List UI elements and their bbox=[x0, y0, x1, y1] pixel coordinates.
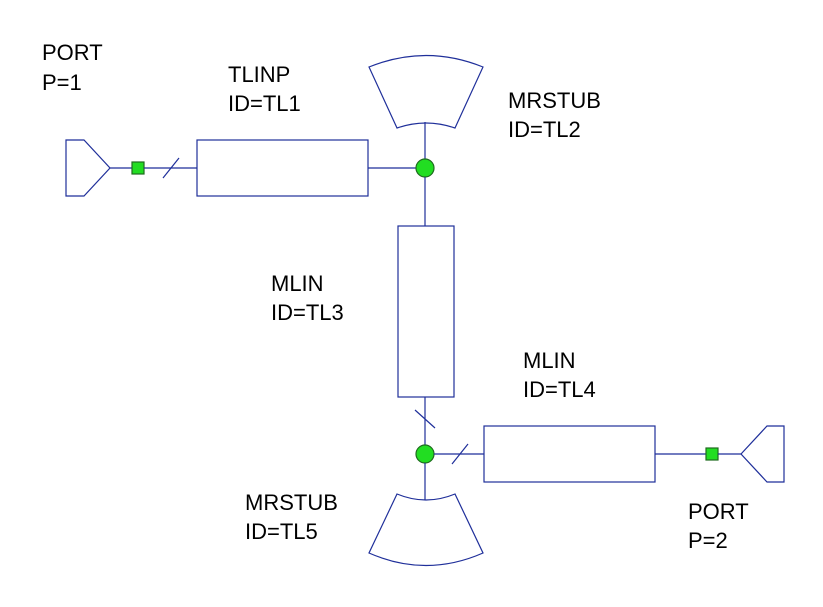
wire-junction-tl4 bbox=[434, 443, 484, 465]
tl4-body[interactable] bbox=[483, 425, 656, 483]
tl2-radial-stub[interactable] bbox=[368, 54, 484, 161]
port2-type-label: PORT bbox=[688, 499, 749, 524]
port2-symbol[interactable] bbox=[718, 425, 785, 483]
tl2-type-label: MRSTUB bbox=[508, 88, 601, 113]
tl2-id-label: ID=TL2 bbox=[508, 117, 581, 142]
port2-param-label: P=2 bbox=[688, 528, 728, 553]
tl3-body[interactable] bbox=[397, 225, 455, 398]
tl1-id-label: ID=TL1 bbox=[228, 91, 301, 116]
tl1-body[interactable] bbox=[196, 139, 369, 197]
port1-pin[interactable] bbox=[131, 161, 145, 175]
tl5-radial-stub[interactable] bbox=[368, 463, 484, 566]
tl5-id-label: ID=TL5 bbox=[245, 519, 318, 544]
port1-param-label: P=1 bbox=[42, 70, 82, 95]
tl3-id-label: ID=TL3 bbox=[271, 300, 344, 325]
wire-port1-tl1 bbox=[144, 157, 197, 179]
tl3-type-label: MLIN bbox=[271, 271, 324, 296]
tl5-type-label: MRSTUB bbox=[245, 490, 338, 515]
tl4-type-label: MLIN bbox=[523, 348, 576, 373]
junction-node-top[interactable] bbox=[415, 158, 435, 178]
tl1-type-label: TLINP bbox=[228, 62, 290, 87]
wire-tl3-junction-bottom bbox=[414, 397, 436, 445]
port1-type-label: PORT bbox=[42, 40, 103, 65]
junction-node-bottom[interactable] bbox=[415, 444, 435, 464]
port1-symbol[interactable] bbox=[65, 139, 132, 197]
tl4-id-label: ID=TL4 bbox=[523, 377, 596, 402]
port2-pin[interactable] bbox=[705, 447, 719, 461]
